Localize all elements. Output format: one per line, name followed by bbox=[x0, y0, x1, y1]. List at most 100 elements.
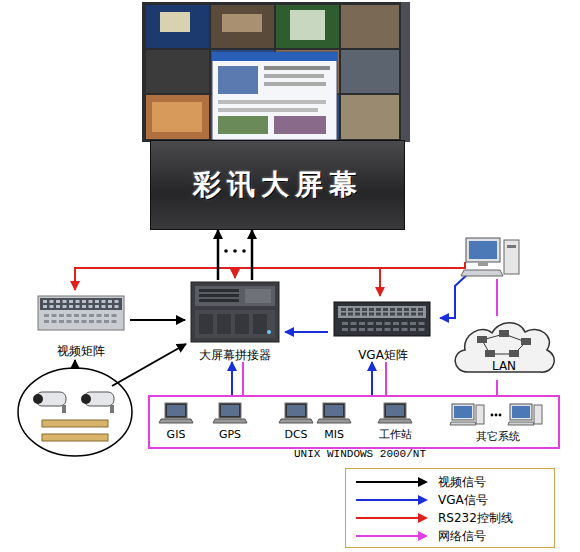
video-wall bbox=[146, 95, 209, 139]
laptop-icon bbox=[278, 401, 314, 425]
laptop-icon bbox=[212, 401, 248, 425]
video-wall bbox=[142, 2, 410, 142]
laptop-icon bbox=[219, 403, 241, 418]
pcs-icon bbox=[452, 404, 474, 420]
server-icon bbox=[267, 330, 271, 334]
server-icon bbox=[245, 289, 271, 303]
video-wall bbox=[146, 50, 209, 93]
signal-connector bbox=[385, 362, 387, 395]
video-wall bbox=[341, 50, 399, 93]
vga-icon bbox=[418, 308, 423, 311]
vga-icon bbox=[402, 322, 408, 325]
laptop-icon bbox=[325, 405, 343, 416]
server-icon bbox=[185, 280, 285, 344]
vga-icon bbox=[390, 313, 395, 316]
cloud-icon bbox=[499, 330, 509, 337]
pcs-icon bbox=[442, 401, 554, 427]
camera-group bbox=[33, 394, 43, 404]
laptop-icon bbox=[285, 403, 307, 418]
matrix-icon bbox=[74, 314, 79, 317]
matrix-icon bbox=[97, 320, 102, 323]
vga-icon bbox=[328, 298, 438, 338]
matrix-icon bbox=[38, 296, 124, 330]
pcs-icon bbox=[491, 414, 494, 417]
matrix-icon bbox=[82, 300, 86, 303]
vga-icon bbox=[383, 313, 388, 316]
vga-icon bbox=[411, 313, 416, 316]
matrix-icon bbox=[69, 305, 73, 308]
matrix-icon bbox=[69, 300, 73, 303]
vga-wire bbox=[440, 272, 470, 318]
vga-icon bbox=[411, 308, 416, 311]
vga-icon bbox=[368, 328, 374, 331]
matrix-icon bbox=[115, 300, 119, 303]
laptop-icon bbox=[384, 403, 406, 418]
laptop-icon bbox=[213, 419, 247, 423]
video-wall bbox=[274, 116, 326, 134]
laptop-terminal: DCS bbox=[278, 401, 314, 441]
legend-arrowhead bbox=[418, 531, 428, 541]
laptop-icon bbox=[158, 401, 194, 425]
legend-line bbox=[356, 517, 420, 519]
video-wall bbox=[222, 14, 262, 32]
matrix-icon bbox=[112, 314, 117, 317]
matrix-icon bbox=[89, 320, 94, 323]
laptop-icon bbox=[212, 401, 248, 425]
video-wall bbox=[341, 5, 399, 48]
vga-icon bbox=[397, 308, 402, 311]
vga-icon bbox=[355, 308, 360, 311]
legend-text: VGA信号 bbox=[438, 492, 488, 508]
matrix-icon bbox=[89, 300, 93, 303]
video-matrix: 视频矩阵 bbox=[32, 292, 130, 358]
signal-connector bbox=[251, 230, 254, 280]
camera-group bbox=[18, 368, 132, 456]
pcs-icon bbox=[508, 422, 534, 425]
system-label: 其它系统 bbox=[422, 430, 574, 443]
vga-icon bbox=[404, 308, 409, 311]
laptop-icon bbox=[287, 405, 305, 416]
pcs-icon bbox=[510, 404, 532, 420]
vga-icon bbox=[351, 322, 357, 325]
matrix-icon bbox=[32, 292, 130, 332]
server-icon bbox=[217, 314, 231, 334]
video-wall bbox=[218, 116, 268, 134]
matrix-icon bbox=[95, 300, 99, 303]
vga-wire bbox=[440, 272, 470, 318]
legend-row: RS232控制线 bbox=[346, 509, 554, 527]
vga-icon bbox=[334, 302, 430, 336]
legend-swatch bbox=[354, 475, 430, 489]
server-icon bbox=[199, 289, 239, 292]
signal-connector bbox=[242, 362, 244, 395]
matrix-icon bbox=[56, 300, 60, 303]
vga-icon bbox=[351, 328, 357, 331]
video-wall bbox=[218, 66, 258, 94]
matrix-icon bbox=[52, 314, 57, 317]
pcs-icon bbox=[454, 406, 472, 418]
vga-matrix: VGA矩阵 bbox=[328, 298, 438, 362]
matrix-icon bbox=[104, 320, 109, 323]
matrix-icon bbox=[76, 300, 80, 303]
screen-controller: 大屏幕拼接器 bbox=[185, 280, 285, 362]
legend-arrowhead bbox=[418, 495, 428, 505]
pcs-icon bbox=[499, 414, 502, 417]
laptop-icon bbox=[372, 401, 418, 425]
matrix-icon bbox=[56, 305, 60, 308]
pcs-icon bbox=[495, 414, 498, 417]
laptop-icon bbox=[159, 419, 193, 423]
laptop-terminal: 工作站 bbox=[372, 401, 418, 441]
vga-icon bbox=[362, 313, 367, 316]
video-wall bbox=[264, 82, 326, 86]
legend-row: VGA信号 bbox=[346, 491, 554, 509]
server-icon bbox=[253, 314, 267, 334]
legend-swatch bbox=[354, 493, 430, 507]
vga-icon bbox=[383, 308, 388, 311]
matrix-icon bbox=[95, 305, 99, 308]
camera-group bbox=[42, 420, 108, 427]
matrix-icon bbox=[32, 292, 130, 332]
matrix-icon bbox=[67, 314, 72, 317]
camera-group bbox=[62, 405, 66, 413]
rs232-wire bbox=[379, 268, 381, 296]
matrix-icon bbox=[108, 300, 112, 303]
legend-box: 视频信号VGA信号RS232控制线网络信号 bbox=[345, 468, 555, 548]
matrix-icon bbox=[43, 300, 47, 303]
